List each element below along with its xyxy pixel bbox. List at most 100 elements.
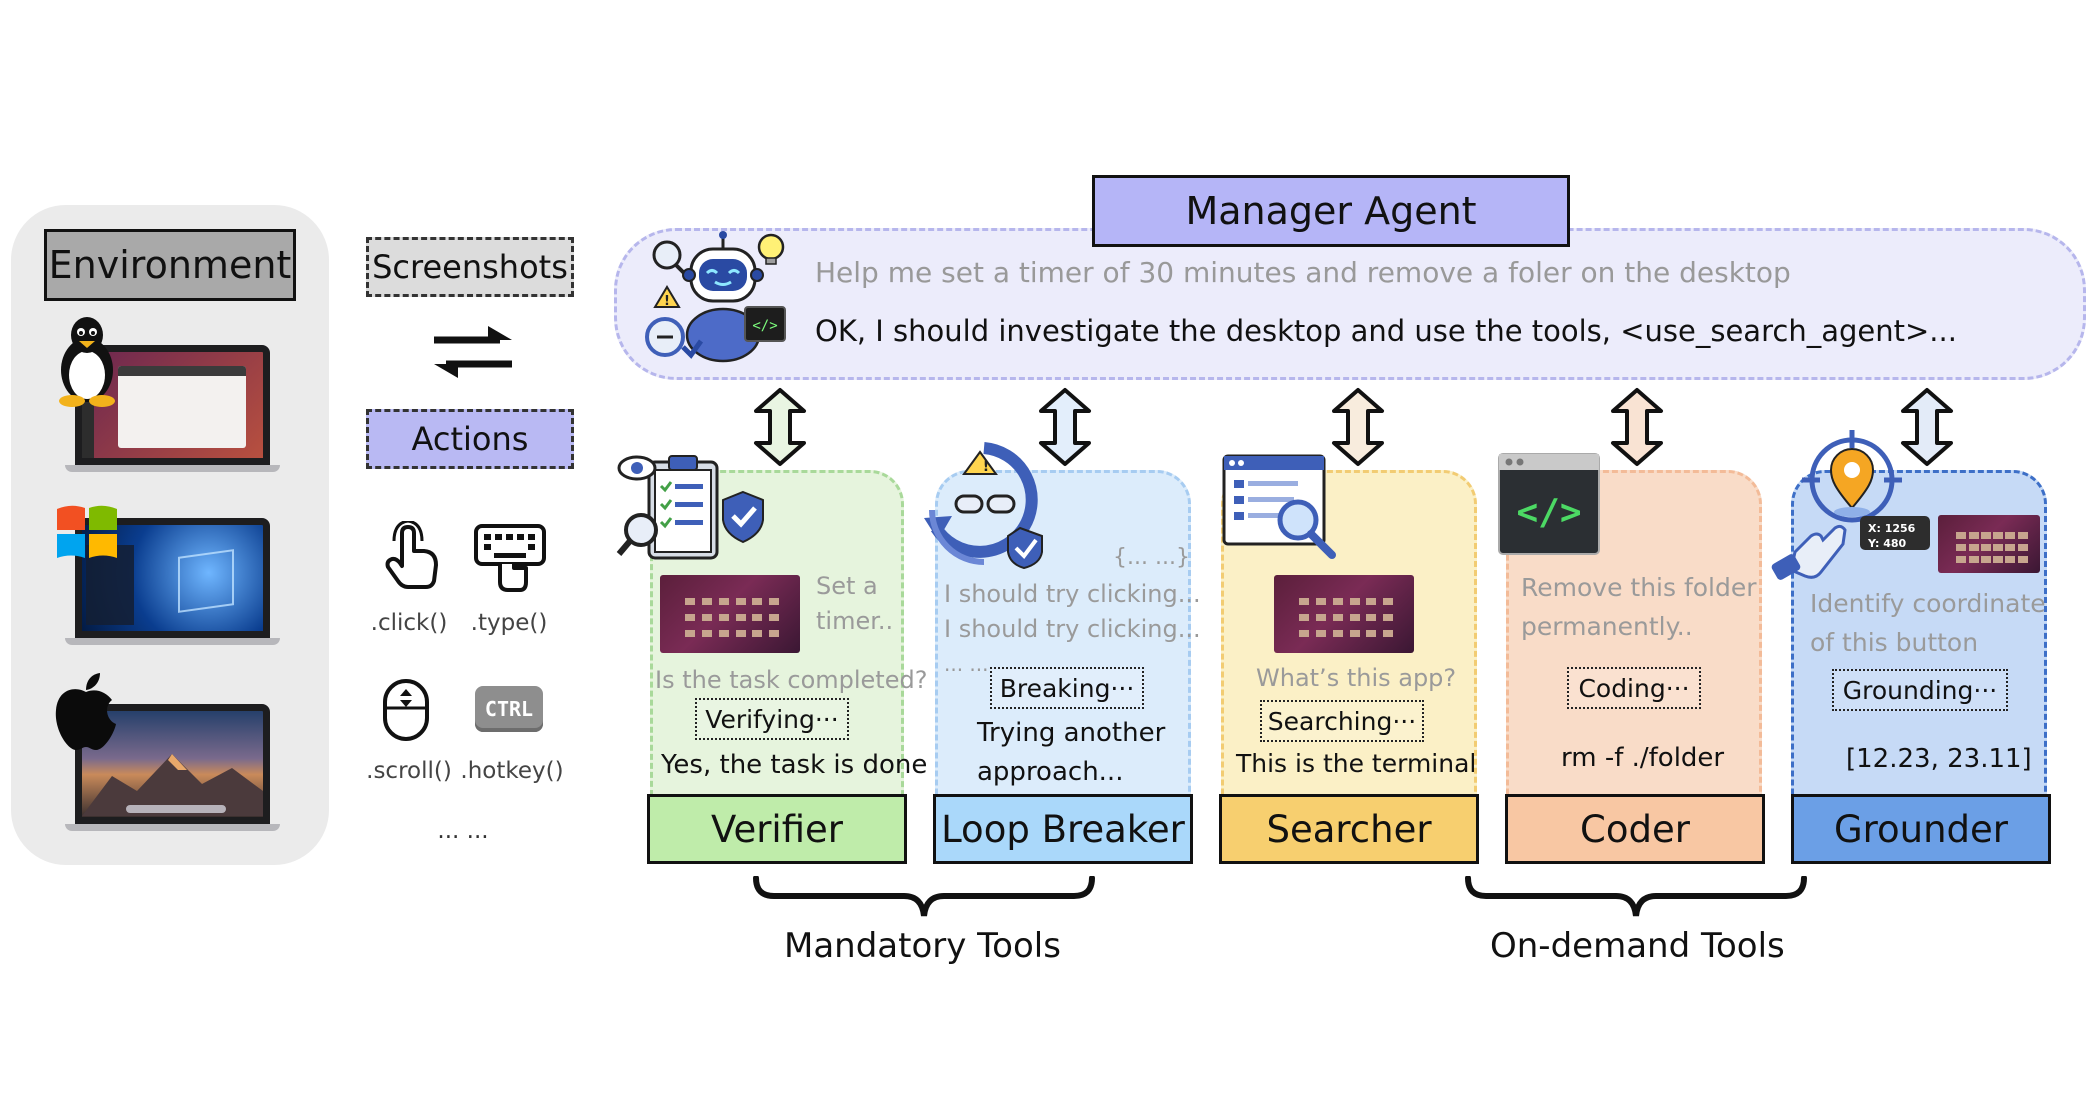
searcher-browser-icon [1222,454,1336,559]
manager-user-prompt: Help me set a timer of 30 minutes and re… [815,256,1791,289]
mandatory-tools-label: Mandatory Tools [784,926,1061,966]
thumb-desktop-icon [769,598,780,606]
thumb-desktop-icon [1383,614,1394,621]
thumb-desktop-icon [1316,629,1326,637]
thumb-desktop-icon [1993,532,2004,540]
verifier-status: Verifying··· [695,698,849,740]
thumb-desktop-icon [1980,555,1991,563]
loop-breaker-result-line2: approach... [977,757,1124,787]
apple-logo-icon [55,673,116,750]
thumb-desktop-icon [1993,544,2004,551]
loop-breaker-status: Breaking··· [990,667,1144,709]
loop-breaker-label: Loop Breaker [933,794,1193,864]
thumb-desktop-icon [685,614,696,621]
searcher-result: This is the terminal [1236,749,1477,778]
grounder-line1: Identify coordinate [1810,589,2046,618]
ctrl-key-icon: CTRL [475,686,543,732]
thumb-desktop-icon [685,629,696,637]
thumb-desktop-icon [718,629,729,637]
thumb-desktop-icon [735,614,746,621]
loop-breaker-ellipsis: ... ... [944,652,989,676]
thumb-desktop-icon [2005,555,2016,563]
thumb-desktop-icon [1956,555,1967,563]
thumb-desktop-icon [702,629,712,637]
on-demand-tools-brace [1465,876,1807,917]
thumb-desktop-icon [1993,555,2004,563]
verifier-note-line2: timer.. [816,607,894,635]
on-demand-tools-label: On-demand Tools [1490,926,1785,966]
manager-panel [614,228,2086,380]
thumb-desktop-icon [1316,614,1326,621]
thumb-desktop-icon [2005,532,2016,540]
coder-line1: Remove this folder [1521,573,1757,602]
thumb-desktop-icon [1383,629,1394,637]
thumb-desktop-icon [1299,629,1310,637]
thumb-desktop-icon [718,598,729,606]
verifier-screenshot-thumb [660,575,800,653]
keyboard-type-icon [474,524,546,592]
svg-text:!: ! [983,459,989,475]
thumb-desktop-icon [752,629,763,637]
loop-breaker-result-line1: Trying another [977,718,1166,748]
coder-terminal-icon: </> [1498,453,1600,555]
mouse-scroll-icon [383,679,429,741]
loop-breaker-card [935,470,1191,798]
grounder-line2: of this button [1810,628,1979,657]
loop-breaker-brace: {... ...} [1113,545,1190,570]
thumb-desktop-icon [1366,614,1377,621]
thumb-desktop-icon [1956,532,1967,540]
windows-laptop [65,518,280,648]
searcher-label: Searcher [1219,794,1479,864]
thumb-desktop-icon [1968,544,1979,551]
loop-breaker-line2: I should try clicking... [944,615,1201,643]
verifier-link-arrow-icon [754,388,806,466]
thumb-desktop-icon [1349,598,1360,606]
thumb-desktop-icon [702,614,712,621]
coder-result: rm -f ./folder [1561,743,1725,773]
thumb-desktop-icon [1349,614,1360,621]
grounder-coord-x: X: 1256 [1868,522,1916,535]
grounder-result: [12.23, 23.11] [1846,744,2032,774]
manager-agent-reply: OK, I should investigate the desktop and… [815,314,1957,348]
windows-logo-icon [57,505,117,558]
grounder-label: Grounder [1791,794,2051,864]
thumb-desktop-icon [2005,544,2016,551]
grounder-status: Grounding··· [1832,669,2008,711]
thumb-desktop-icon [1332,629,1343,637]
loop-breaker-line1: I should try clicking... [944,580,1201,608]
exchange-arrows-icon [434,326,512,378]
searcher-screenshot-thumb [1274,575,1414,653]
loop-breaker-chain-icon: ! [924,442,1043,570]
searcher-status: Searching··· [1260,700,1424,742]
grounder-target-icon [1771,430,1930,580]
thumb-desktop-icon [769,629,780,637]
verifier-label: Verifier [647,794,907,864]
verifier-checklist-icon [616,455,764,560]
linux-penguin-icon [59,317,115,407]
more-actions-ellipsis: ... ... [437,818,489,844]
coder-status: Coding··· [1567,667,1701,709]
verifier-question: Is the task completed? [655,666,928,694]
thumb-desktop-icon [1956,544,1967,551]
thumb-desktop-icon [2017,544,2028,551]
thumb-desktop-icon [1299,598,1310,606]
thumb-desktop-icon [702,598,712,606]
svg-text:</>: </> [1516,492,1581,533]
actions-box: Actions [366,409,574,469]
thumb-desktop-icon [1366,598,1377,606]
searcher-link-arrow-icon [1332,388,1384,466]
svg-text:!: ! [664,294,670,309]
hotkey-action-label: .hotkey() [460,758,564,784]
scroll-action-label: .scroll() [366,758,452,784]
thumb-desktop-icon [1980,544,1991,551]
type-action-label: .type() [470,610,548,636]
manager-agent-title: Manager Agent [1092,175,1570,247]
coder-link-arrow-icon [1611,388,1663,466]
grounder-link-arrow-icon [1901,388,1953,466]
verifier-result: Yes, the task is done [661,750,928,780]
thumb-desktop-icon [1383,598,1394,606]
coder-label: Coder [1505,794,1765,864]
thumb-desktop-icon [735,598,746,606]
robot-manager-icon: </> ! [645,231,786,363]
click-hand-icon [385,521,438,589]
